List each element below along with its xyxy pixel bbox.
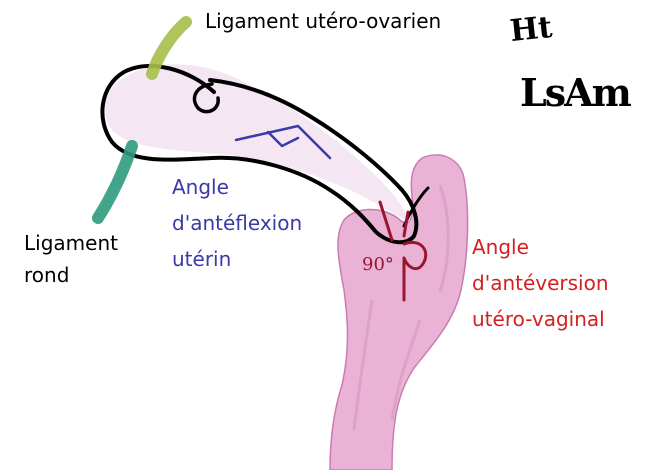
handwritten-lsam: LsAm xyxy=(520,70,630,115)
anteversion-label-line2: d'antéversion xyxy=(472,270,609,296)
anteflexion-label-line2: d'antéflexion xyxy=(172,210,302,236)
ligament-rond-label-line2: rond xyxy=(24,262,69,288)
anteflexion-label-line1: Angle xyxy=(172,174,229,200)
ligament-rond-label-line1: Ligament xyxy=(24,230,118,256)
anteversion-label-line3: utéro-vaginal xyxy=(472,306,605,332)
ligament-rond-shape xyxy=(98,146,132,218)
uterus-fill xyxy=(105,64,410,222)
angle-value-label: 90° xyxy=(362,252,394,278)
handwritten-ht: Ht xyxy=(508,10,554,49)
anteversion-label-line1: Angle xyxy=(472,234,529,260)
ligament-utero-ovarien-label: Ligament utéro-ovarien xyxy=(205,8,441,34)
anteflexion-label-line3: utérin xyxy=(172,246,231,272)
